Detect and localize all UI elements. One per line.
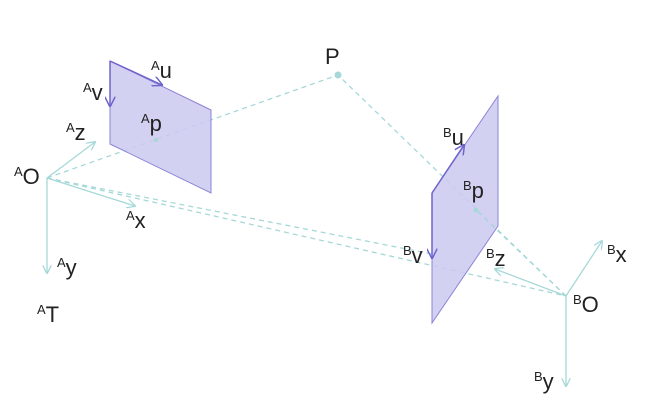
camera-A-x-axis — [46, 177, 135, 206]
point-P-marker — [334, 71, 342, 79]
image-plane-B-u-axis — [431, 145, 464, 194]
label-B-y: By — [534, 369, 554, 394]
image-plane-B — [431, 94, 499, 325]
label-B-origin: BO — [573, 292, 599, 317]
image-plane-A — [109, 60, 212, 194]
label-B-x: Bx — [607, 242, 627, 267]
ray-B-to-image-point — [475, 209, 567, 297]
image-point-A-marker — [154, 138, 158, 142]
camera-B-x-axis — [565, 241, 602, 297]
label-B-z: Bz — [486, 246, 506, 271]
label-A-image-point: Ap — [141, 111, 162, 136]
image-plane-A-u-axis — [109, 60, 162, 85]
label-point-P: P — [325, 44, 340, 69]
image-point-B-marker — [473, 207, 479, 213]
label-A-v: Av — [83, 80, 103, 105]
label-A-z: Az — [66, 120, 86, 145]
label-B-v: Bv — [403, 243, 423, 268]
label-A-u: Au — [151, 58, 172, 83]
label-B-u: Bu — [443, 125, 464, 150]
label-B-image-point: Bp — [463, 178, 484, 203]
ray-B-origin-to-P — [337, 74, 567, 297]
label-A-y: Ay — [57, 255, 77, 280]
label-A-x: Ax — [126, 208, 146, 233]
baseline-A-to-B — [46, 177, 567, 297]
label-A-transform: AT — [37, 302, 59, 327]
camera-B-z-axis — [495, 269, 567, 297]
label-A-origin: AO — [14, 164, 40, 189]
camera-A-z-axis — [46, 142, 95, 179]
ray-A-origin-to-B-image — [46, 177, 433, 255]
